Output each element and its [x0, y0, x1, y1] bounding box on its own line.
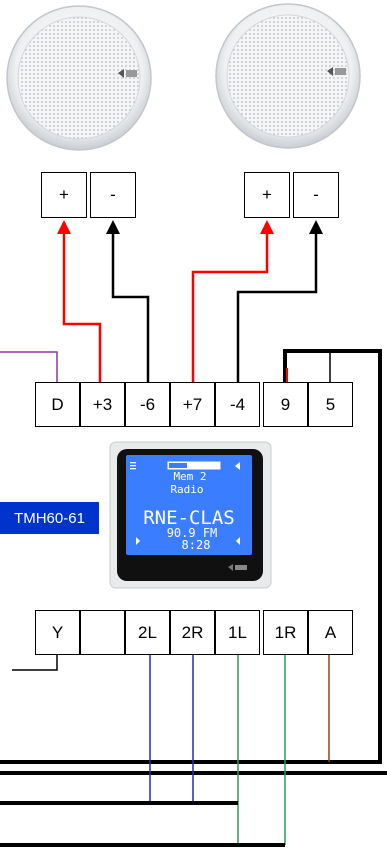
volume-bar	[167, 461, 221, 470]
right-speaker	[215, 3, 361, 149]
screen-station: RNE-CLAS	[143, 507, 235, 529]
terminal-1r: 1R	[263, 610, 308, 655]
left-positive-wire	[62, 226, 102, 382]
terminal-d: D	[35, 382, 80, 427]
right-speaker-positive-terminal: +	[244, 172, 290, 218]
left-speaker-negative-terminal: -	[90, 172, 136, 218]
arrow-icon	[57, 220, 71, 234]
terminal-plus7: +7	[170, 382, 215, 427]
terminal-blank	[80, 610, 125, 655]
terminal-y: Y	[35, 610, 80, 655]
terminal-plus3: +3	[80, 382, 125, 427]
left-speaker	[6, 5, 152, 151]
d-wire	[0, 351, 58, 382]
speaker-wires	[57, 220, 323, 382]
arrow-icon	[309, 220, 323, 234]
arrow-icon	[106, 220, 120, 234]
terminal-minus4: -4	[215, 382, 260, 427]
brand-logo-icon	[327, 67, 346, 76]
y-wire	[12, 655, 58, 671]
terminal-a: A	[308, 610, 353, 655]
screen-mode: Radio	[170, 483, 203, 496]
lower-wires	[0, 655, 330, 847]
right-arrow-icon	[136, 537, 140, 545]
right-negative-wire	[236, 226, 318, 382]
device-screen	[126, 455, 252, 555]
screen-time: 8:28	[182, 538, 211, 552]
terminal-2r: 2R	[170, 610, 215, 655]
right-positive-wire	[191, 226, 269, 382]
brand-logo-icon	[228, 564, 247, 571]
arrow-icon	[260, 220, 274, 234]
speaker-icon	[235, 462, 240, 470]
terminal-9: 9	[263, 382, 308, 427]
terminal-minus6: -6	[125, 382, 170, 427]
left-arrow-icon	[236, 537, 240, 545]
menu-icon	[130, 462, 136, 470]
left-speaker-positive-terminal: +	[41, 172, 87, 218]
left-negative-wire	[111, 226, 150, 382]
terminal-5: 5	[308, 382, 353, 427]
brand-logo-icon	[118, 69, 137, 78]
right-speaker-negative-terminal: -	[293, 172, 339, 218]
control-panel-device: Mem 2 Radio RNE-CLAS 90.9 FM 8:28	[109, 441, 272, 589]
screen-memory: Mem 2	[173, 470, 206, 483]
screen-frequency: 90.9 FM	[167, 526, 218, 540]
terminal-1l: 1L	[215, 610, 260, 655]
terminal-2l: 2L	[125, 610, 170, 655]
model-label: TMH60-61	[0, 502, 99, 534]
